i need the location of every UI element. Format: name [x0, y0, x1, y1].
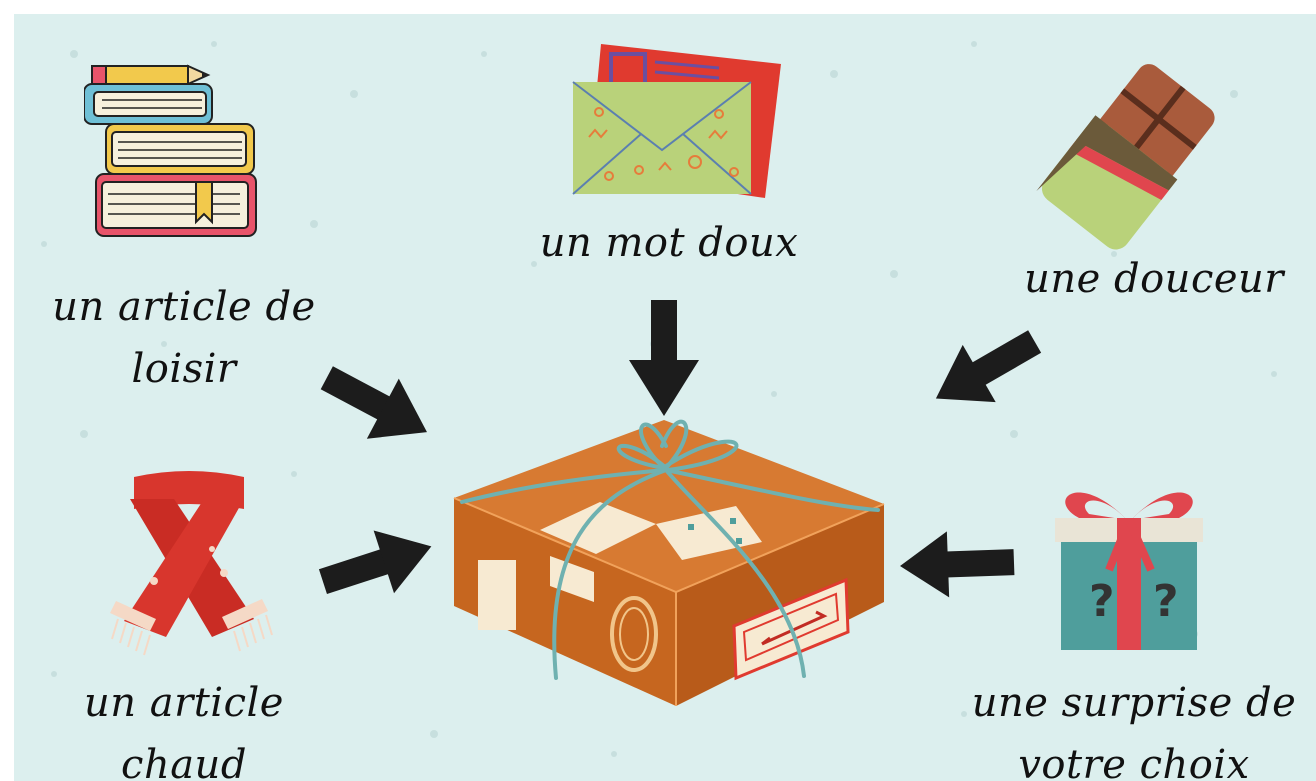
chocolate-bar-icon [1034, 62, 1234, 252]
label-surprise: une surprise de votre choix [964, 672, 1304, 781]
arrow-chaud-to-box [314, 514, 444, 614]
illustration-panel: ? ? [14, 14, 1316, 781]
svg-text:?: ? [1153, 576, 1179, 627]
scarf-icon [94, 469, 284, 669]
parcel-box-icon [444, 406, 894, 716]
svg-text:?: ? [1089, 576, 1115, 627]
books-icon [84, 62, 264, 252]
label-mot-doux: un mot doux [519, 212, 819, 274]
label-article-chaud: un article chaud [54, 672, 314, 781]
label-article-loisir: un article de loisir [34, 276, 334, 400]
arrow-douceur-to-box [922, 314, 1052, 424]
arrow-mot-doux-to-box [619, 294, 709, 424]
label-douceur: une douceur [1014, 248, 1294, 310]
gift-box-icon: ? ? [1039, 460, 1219, 656]
envelope-icon [569, 42, 784, 212]
arrow-surprise-to-box [894, 519, 1024, 609]
